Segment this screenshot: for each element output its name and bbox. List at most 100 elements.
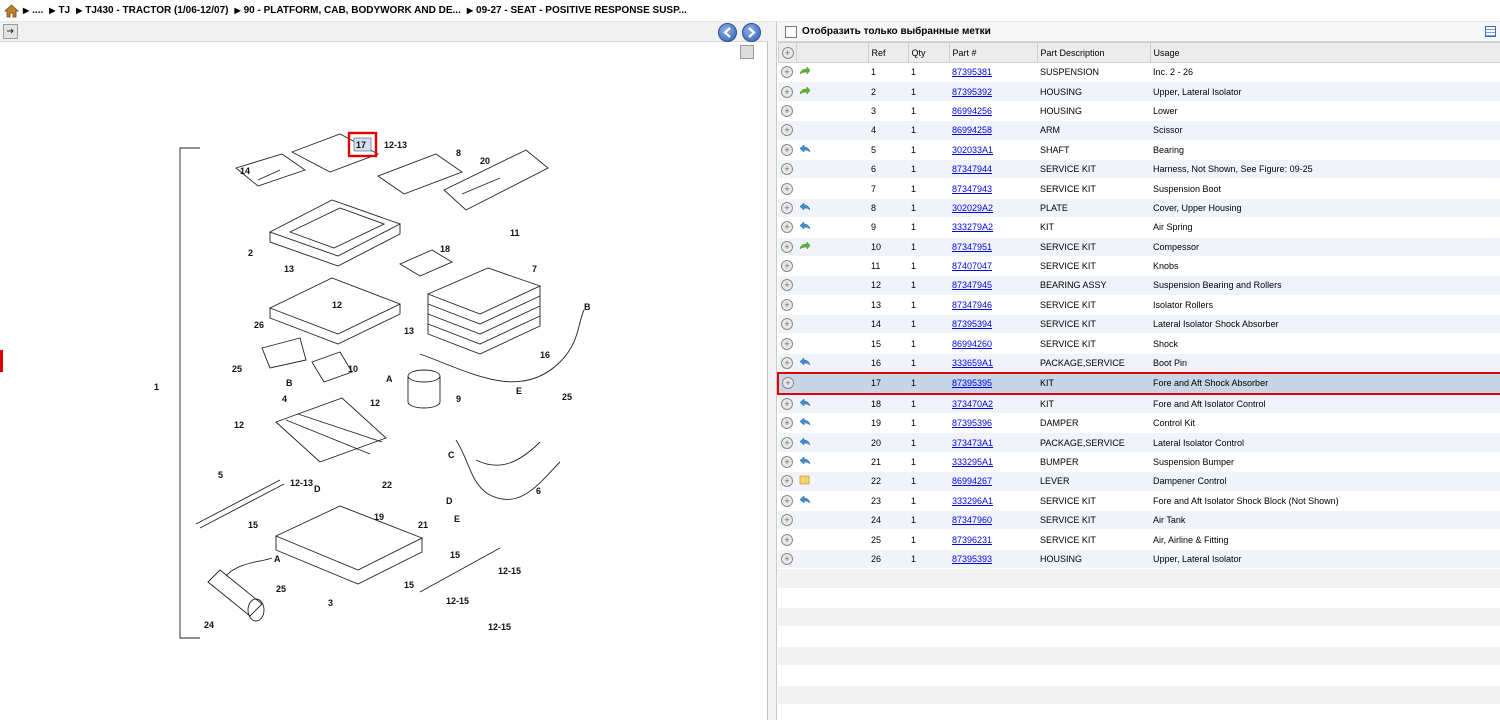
breadcrumb-item[interactable]: ▶TJ430 - TRACTOR (1/06-12/07) bbox=[76, 5, 229, 16]
column-header-description[interactable]: Part Description bbox=[1036, 42, 1151, 63]
callout-label[interactable]: 21 bbox=[418, 520, 428, 530]
home-icon[interactable] bbox=[4, 3, 19, 18]
column-header-part[interactable]: Part # bbox=[948, 42, 1038, 63]
part-number-link[interactable]: 87395381 bbox=[952, 67, 993, 78]
callout-label[interactable]: 26 bbox=[254, 320, 264, 330]
row-expand-cell[interactable]: + bbox=[778, 178, 796, 199]
part-number-link[interactable]: 86994256 bbox=[952, 105, 993, 116]
row-expand-cell[interactable]: + bbox=[778, 413, 796, 434]
callout-label[interactable]: 17 bbox=[356, 140, 366, 150]
show-selected-only-checkbox[interactable] bbox=[785, 25, 797, 38]
callout-label[interactable]: 4 bbox=[282, 394, 287, 404]
callout-label[interactable]: 12 bbox=[370, 398, 380, 408]
callout-label[interactable]: 5 bbox=[218, 470, 223, 480]
row-expand-cell[interactable]: + bbox=[778, 81, 796, 102]
callout-label[interactable]: B bbox=[584, 302, 591, 312]
part-number-link[interactable]: 87395393 bbox=[952, 553, 993, 564]
row-expand-cell[interactable]: + bbox=[778, 237, 796, 257]
part-number-link[interactable]: 87347960 bbox=[952, 515, 993, 526]
callout-label[interactable]: D bbox=[446, 496, 453, 506]
callout-label[interactable]: 2 bbox=[248, 248, 253, 258]
part-number-link[interactable]: 302033A1 bbox=[952, 144, 994, 155]
part-number-link[interactable]: 373473A1 bbox=[952, 437, 994, 448]
part-number-link[interactable]: 87395395 bbox=[952, 378, 993, 389]
callout-label[interactable]: 8 bbox=[456, 148, 461, 158]
part-number-link[interactable]: 302029A2 bbox=[952, 202, 994, 213]
callout-label[interactable]: 12 bbox=[332, 300, 342, 310]
callout-label[interactable]: 16 bbox=[540, 350, 550, 360]
callout-label[interactable]: 12 bbox=[234, 420, 244, 430]
callout-label[interactable]: 7 bbox=[532, 264, 537, 274]
callout-label[interactable]: 24 bbox=[204, 620, 214, 630]
callout-label[interactable]: 11 bbox=[510, 228, 520, 238]
callout-label[interactable]: 13 bbox=[404, 326, 414, 336]
breadcrumb-item[interactable]: ▶90 - PLATFORM, CAB, BODYWORK AND DE... bbox=[234, 5, 461, 16]
row-expand-cell[interactable]: + bbox=[778, 101, 796, 122]
column-header-qty[interactable]: Qty bbox=[907, 42, 950, 63]
callout-label[interactable]: 6 bbox=[536, 486, 541, 496]
callout-label[interactable]: 12-15 bbox=[498, 566, 521, 576]
callout-label[interactable]: 25 bbox=[562, 392, 572, 402]
callout-label[interactable]: 15 bbox=[450, 550, 460, 560]
row-expand-cell[interactable]: + bbox=[778, 275, 796, 296]
callout-label[interactable]: 25 bbox=[232, 364, 242, 374]
row-expand-cell[interactable]: + bbox=[777, 372, 796, 395]
row-expand-cell[interactable]: + bbox=[778, 393, 796, 415]
column-header-ref[interactable]: Ref bbox=[867, 42, 909, 63]
callout-label[interactable]: 1 bbox=[154, 382, 159, 392]
part-number-link[interactable]: 86994258 bbox=[952, 125, 993, 136]
callout-label[interactable]: E bbox=[454, 514, 460, 524]
part-number-link[interactable]: 87347951 bbox=[952, 241, 993, 252]
breadcrumb-item[interactable]: ▶09-27 - SEAT - POSITIVE RESPONSE SUSP..… bbox=[466, 5, 687, 16]
breadcrumb-item[interactable]: ▶TJ bbox=[49, 5, 71, 16]
part-number-link[interactable]: 87347945 bbox=[952, 280, 993, 291]
callout-label[interactable]: D bbox=[314, 484, 321, 494]
part-number-link[interactable]: 87395394 bbox=[952, 319, 993, 330]
callout-label[interactable]: C bbox=[448, 450, 455, 460]
row-expand-cell[interactable]: + bbox=[778, 471, 796, 492]
part-number-link[interactable]: 87395396 bbox=[952, 418, 993, 429]
row-expand-cell[interactable]: + bbox=[778, 159, 796, 180]
row-expand-cell[interactable]: + bbox=[778, 198, 796, 219]
row-expand-cell[interactable]: + bbox=[778, 256, 796, 277]
callout-label[interactable]: 9 bbox=[456, 394, 461, 404]
forward-button[interactable] bbox=[742, 23, 761, 42]
zoom-toggle-button[interactable] bbox=[740, 45, 754, 59]
exploded-parts-diagram[interactable]: 17 12-13 8 20 14 11 2 18 13 7 12 26 13 B… bbox=[0, 42, 768, 720]
grid-settings-icon[interactable] bbox=[1485, 26, 1496, 37]
callout-label[interactable]: A bbox=[274, 554, 281, 564]
callout-label[interactable]: A bbox=[386, 374, 393, 384]
pane-splitter[interactable] bbox=[768, 22, 776, 720]
column-header-usage[interactable]: Usage bbox=[1149, 42, 1500, 63]
part-number-link[interactable]: 86994260 bbox=[952, 338, 993, 349]
callout-label[interactable]: 18 bbox=[440, 244, 450, 254]
row-expand-cell[interactable]: + bbox=[778, 295, 796, 316]
breadcrumb-item[interactable]: ▶.... bbox=[23, 5, 44, 16]
callout-label[interactable]: 10 bbox=[348, 364, 358, 374]
callout-label[interactable]: 12-15 bbox=[446, 596, 469, 606]
part-number-link[interactable]: 87347943 bbox=[952, 183, 993, 194]
row-expand-cell[interactable]: + bbox=[778, 314, 796, 335]
callout-label[interactable]: 14 bbox=[240, 166, 250, 176]
callout-label[interactable]: 13 bbox=[284, 264, 294, 274]
part-number-link[interactable]: 87395392 bbox=[952, 86, 993, 97]
callout-label[interactable]: 25 bbox=[276, 584, 286, 594]
part-number-link[interactable]: 333659A1 bbox=[952, 358, 994, 369]
callout-label[interactable]: 3 bbox=[328, 598, 333, 608]
row-expand-cell[interactable]: + bbox=[778, 353, 796, 374]
